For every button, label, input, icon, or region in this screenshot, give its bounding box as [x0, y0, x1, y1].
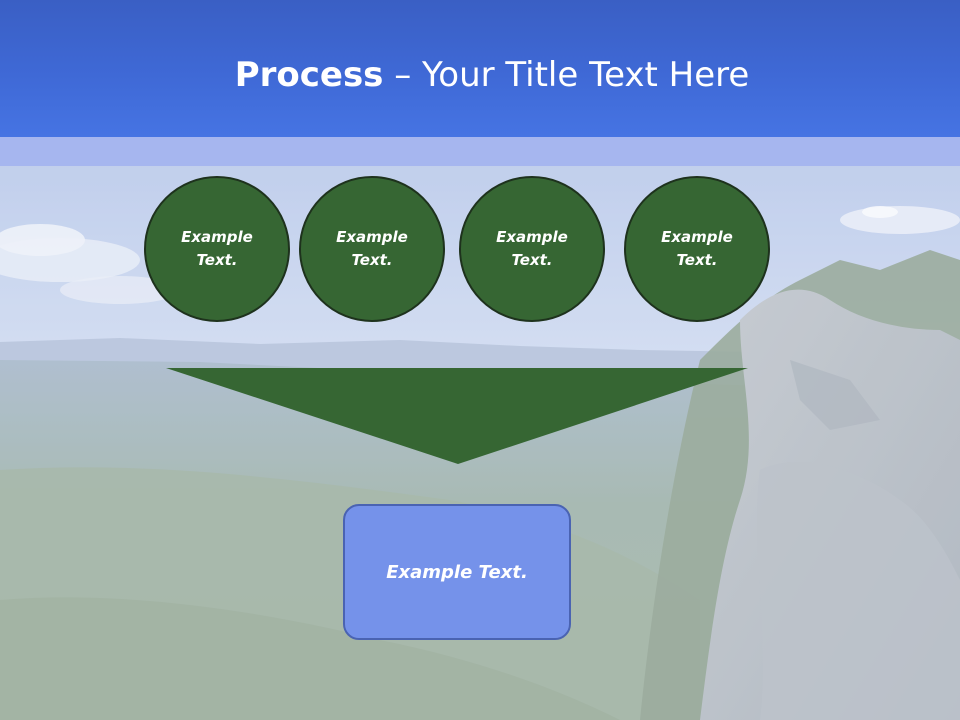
circle-4-label: Example Text.: [661, 228, 733, 269]
circle-1-label: Example Text.: [181, 228, 253, 269]
result-box-label: Example Text.: [386, 561, 528, 583]
process-circle-3[interactable]: Example Text.: [459, 176, 605, 322]
header-accent-band: [0, 137, 960, 166]
result-box[interactable]: Example Text.: [343, 504, 571, 640]
title-header-bar: [0, 0, 960, 137]
title-bold-part: Process: [234, 55, 384, 95]
slide-title[interactable]: Process – Your Title Text Here: [0, 52, 960, 98]
process-circle-2[interactable]: Example Text.: [299, 176, 445, 322]
title-rest-part: – Your Title Text Here: [383, 55, 750, 95]
circle-2-label: Example Text.: [336, 228, 408, 269]
process-circle-1[interactable]: Example Text.: [144, 176, 290, 322]
circle-3-label: Example Text.: [496, 228, 568, 269]
process-circle-4[interactable]: Example Text.: [624, 176, 770, 322]
funnel-triangle[interactable]: [166, 368, 748, 464]
